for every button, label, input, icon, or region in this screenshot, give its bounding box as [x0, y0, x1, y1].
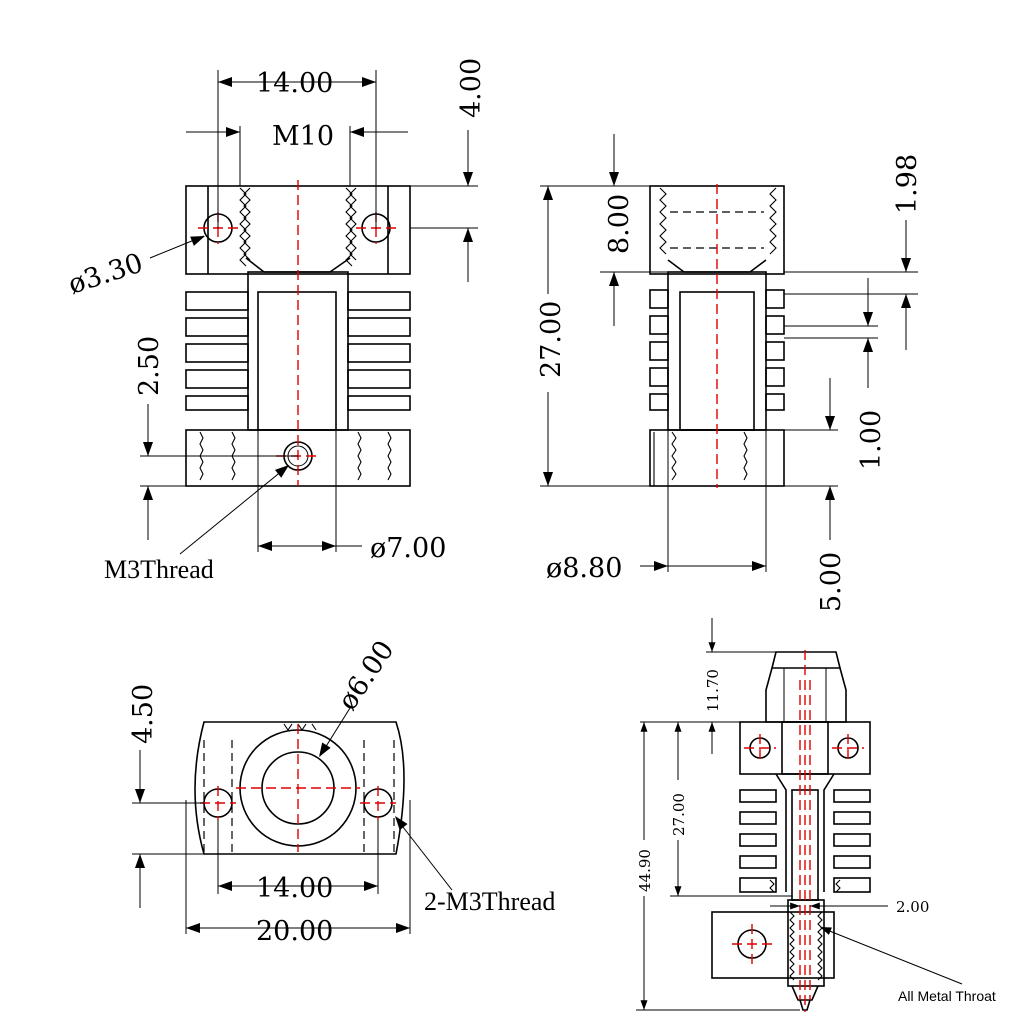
dim-assembly-heatsink: 27.00	[670, 793, 688, 836]
dim-fin-gap: 1.00	[856, 410, 887, 470]
label-m10: M10	[272, 121, 334, 152]
side-view	[540, 134, 918, 572]
dim-assembly-overall: 44.90	[636, 849, 654, 892]
front-view	[140, 70, 478, 555]
label-2-m3-thread: 2-M3Thread	[424, 887, 555, 916]
assembly-view	[636, 618, 963, 1012]
dim-total-height: 27.00	[536, 301, 567, 378]
dim-center-diameter: ø6.00	[332, 635, 400, 716]
dim-base-height: 5.00	[816, 552, 847, 612]
dim-front-width: 14.00	[256, 68, 333, 99]
dim-front-top-offset: 4.00	[456, 58, 487, 118]
label-all-metal-throat: All Metal Throat	[898, 988, 996, 1004]
top-view	[132, 707, 453, 934]
dim-assembly-top: 11.70	[704, 669, 722, 712]
dim-fin-pitch: 2.50	[134, 336, 165, 396]
dim-thread-depth: 8.00	[604, 194, 635, 254]
dim-bore-diameter: ø7.00	[370, 533, 446, 564]
dim-throat: 2.00	[896, 898, 929, 916]
dim-groove: 1.98	[892, 154, 923, 214]
dim-hole-diameter: ø3.30	[65, 248, 147, 301]
dim-hole-spacing: 14.00	[256, 873, 333, 904]
dim-outer-diameter: ø8.80	[546, 553, 622, 584]
label-m3-thread: M3Thread	[104, 555, 214, 584]
dim-top-offset: 4.50	[128, 684, 159, 744]
dim-overall-width: 20.00	[256, 916, 333, 947]
